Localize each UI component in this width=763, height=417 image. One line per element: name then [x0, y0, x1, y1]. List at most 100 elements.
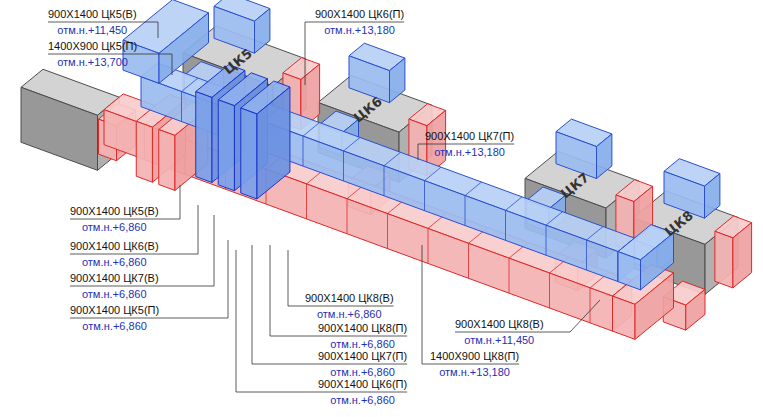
unit-label: ЦК5 [221, 46, 255, 78]
duct-face [159, 130, 175, 191]
duct-face [715, 231, 733, 288]
leader-line [270, 245, 271, 336]
leader-line [305, 22, 404, 23]
duct-seam [428, 213, 447, 264]
unit-box: ЦК6 [349, 91, 387, 127]
duct-seam [550, 257, 569, 308]
duct-seam [546, 212, 563, 256]
leader-line [570, 300, 600, 332]
callout: 900X1400 ЦК8(В) отм.н.+6,860 [305, 292, 394, 321]
duct-face [218, 100, 234, 191]
duct-elevation: отм.н.+13,700 [48, 56, 137, 69]
callout: 1400X900 ЦК5(П) отм.н.+13,700 [48, 40, 137, 69]
callout: 900X1400 ЦК7(П)отм.н.+6,860 [318, 350, 407, 379]
duct-seam [425, 167, 442, 211]
leader-line [70, 219, 180, 220]
leader-line [236, 392, 407, 393]
leader-line [418, 144, 419, 160]
leader-line [70, 318, 228, 319]
duct-elevation: отм.н.+11,450 [455, 334, 544, 347]
duct-elevation: отм.н.+6,860 [305, 308, 394, 321]
duct-face [136, 121, 152, 182]
duct-face [613, 296, 636, 339]
unit-box: ЦК5 [219, 44, 257, 80]
callout: 900X1400 ЦК5(В)отм.н.+6,860 [70, 205, 159, 234]
duct-face [618, 252, 641, 290]
leader-line [214, 215, 215, 286]
duct-face [257, 87, 290, 199]
unit-box: ЦК7 [556, 167, 594, 203]
duct-seam [465, 182, 482, 226]
duct-face [390, 58, 405, 103]
unit-label: ЦК8 [662, 207, 696, 239]
duct-elevation: отм.н.+6,860 [318, 338, 407, 351]
duct-face [214, 6, 255, 53]
supply-riser [349, 43, 405, 102]
duct-size: 900X1400 ЦК7(П) [318, 350, 407, 363]
duct-face [641, 233, 674, 290]
leader-line [270, 336, 407, 337]
duct-seam [469, 228, 488, 279]
duct-elevation: отм.н.+6,860 [70, 256, 159, 269]
duct-elevation: отм.н.+13,180 [425, 146, 514, 159]
duct-size: 900X1400 ЦК5(В) [48, 8, 137, 21]
duct-face [159, 13, 209, 84]
unit-box: ЦК8 [660, 205, 698, 241]
duct-face [196, 92, 212, 183]
leader-lines [48, 22, 600, 392]
duct-size: 900X1400 ЦК8(В) [455, 318, 544, 331]
duct-elevation: отм.н.+6,860 [318, 394, 407, 407]
exhaust-riser [715, 216, 752, 288]
duct-size: 900X1400 ЦК6(П) [318, 378, 407, 391]
leader-line [422, 245, 423, 364]
supply-riser [664, 159, 720, 218]
duct-size: 1400X900 ЦК5(П) [48, 40, 137, 53]
callout: 900X1400 ЦК7(П) отм.н.+13,180 [425, 130, 514, 159]
duct-seam [509, 242, 528, 293]
duct-seam [590, 272, 609, 323]
supply-elbow [618, 225, 674, 290]
duct-face [597, 134, 612, 179]
duct-elevation: отм.н.+13,180 [315, 24, 404, 37]
leader-line [198, 205, 199, 254]
duct-face [104, 94, 632, 296]
leader-line [455, 332, 570, 333]
duct-face [349, 56, 390, 103]
leader-line [228, 240, 229, 318]
supply-riser [556, 119, 612, 178]
leader-line [288, 250, 289, 306]
duct-seam [303, 123, 320, 167]
duct-face [255, 9, 270, 54]
duct-elevation: отм.н.+6,860 [70, 221, 159, 234]
leader-line [236, 250, 237, 392]
leader-line [288, 306, 394, 307]
duct-seams [182, 78, 604, 270]
duct-size: 900X1400 ЦК8(В) [305, 292, 394, 305]
leader-line [422, 364, 519, 365]
duct-elevation: отм.н.+6,860 [70, 320, 159, 333]
leader-line [252, 245, 253, 364]
leader-line [70, 254, 198, 255]
leader-line [305, 22, 306, 85]
ducts [21, 0, 752, 339]
callout: 1400X900 ЦК8(П)отм.н.+13,180 [430, 350, 519, 379]
leader-line [418, 144, 514, 145]
duct-seam [344, 137, 361, 181]
supply-riser [214, 0, 270, 53]
supply-bend [241, 81, 290, 199]
callout: 900X1400 ЦК7(В) отм.н.+6,860 [70, 272, 159, 301]
duct-size: 1400X900 ЦК8(П) [430, 350, 519, 363]
duct-seam [384, 152, 401, 196]
duct-size: 900X1400 ЦК7(В) [70, 272, 159, 285]
callout: 900X1400 ЦК6(В)отм.н.+6,860 [70, 240, 159, 269]
duct-size: 900X1400 ЦК7(П) [425, 130, 514, 143]
unit-label: ЦК6 [351, 93, 385, 125]
callout: 900X1400 ЦК5(П)отм.н.+6,860 [70, 304, 159, 333]
duct-face [686, 289, 705, 330]
duct-elevation: отм.н.+6,860 [70, 288, 159, 301]
unit-label: ЦК7 [558, 169, 592, 201]
duct-seam [587, 227, 604, 270]
leader-line [172, 54, 173, 75]
duct-face [21, 87, 98, 170]
